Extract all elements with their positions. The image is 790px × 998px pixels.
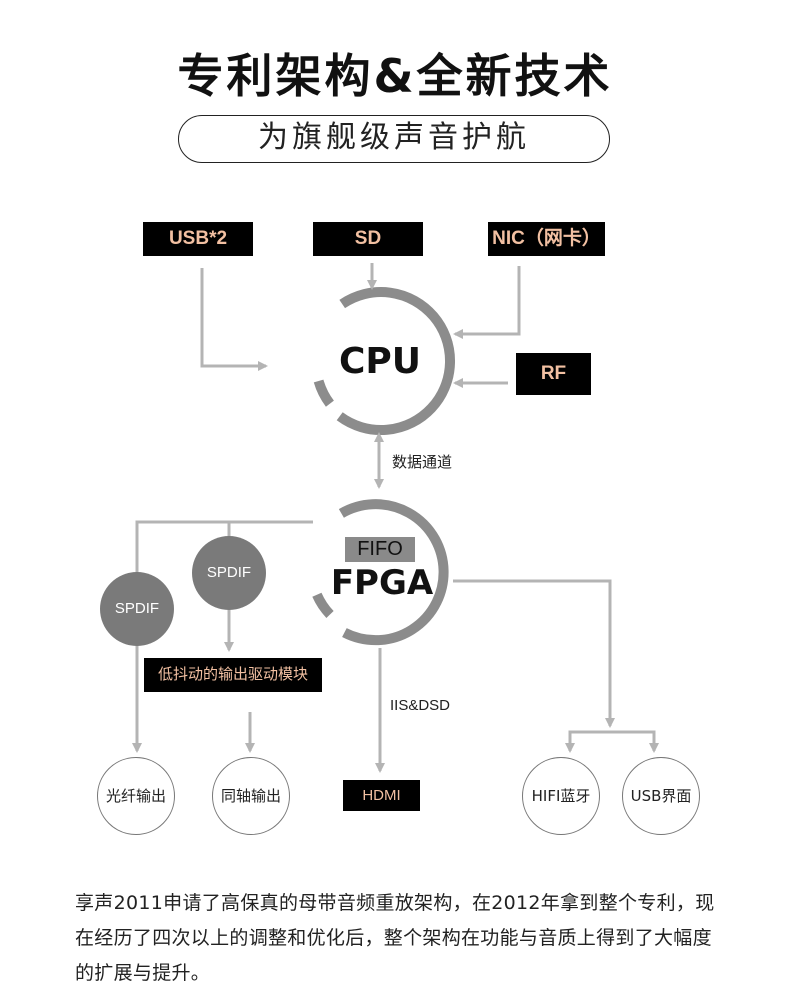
- fpga-right-line: [453, 579, 615, 728]
- hdmi-output-block: HDMI: [343, 780, 427, 818]
- fpga-label: FPGA: [330, 563, 434, 603]
- cpu-ring-small-arc: [313, 379, 335, 407]
- driver-module-block: 低抖动的输出驱动模块: [144, 658, 329, 699]
- optical-output-circle: 光纤输出: [97, 757, 175, 835]
- spdif-mid-circle: SPDIF: [192, 536, 266, 610]
- cpu-ring: [336, 287, 456, 435]
- description-paragraph: 享声2011申请了高保真的母带音频重放架构，在2012年拿到整个专利，现在经历了…: [75, 892, 715, 984]
- coaxial-output-circle: 同轴输出: [212, 757, 290, 835]
- spdif-left-circle: SPDIF: [100, 572, 174, 646]
- fpga-ring-small-arc: [312, 592, 334, 618]
- fpga-left-bus: [135, 520, 313, 575]
- iis-dsd-label: IIS&DSD: [390, 697, 451, 714]
- cpu-label: CPU: [338, 341, 422, 382]
- usb-input-block: USB*2: [143, 222, 260, 263]
- hifi-bluetooth-circle: HIFI蓝牙: [522, 757, 600, 835]
- page-subtitle: 为旗舰级声音护航: [178, 115, 610, 163]
- nic-to-cpu-line: [453, 266, 521, 339]
- sd-input-block: SD: [313, 222, 430, 263]
- fifo-label: FIFO: [345, 537, 415, 562]
- data-channel-label: 数据通道: [392, 454, 453, 471]
- nic-input-block: NIC（网卡）: [488, 222, 612, 263]
- rf-input-block: RF: [516, 353, 598, 402]
- usb-to-cpu-line: [200, 268, 268, 371]
- usb-interface-circle: USB界面: [622, 757, 700, 835]
- page-title: 专利架构&全新技术: [177, 49, 613, 103]
- fpga-ring: [338, 499, 449, 646]
- right-branch-line: [568, 730, 656, 751]
